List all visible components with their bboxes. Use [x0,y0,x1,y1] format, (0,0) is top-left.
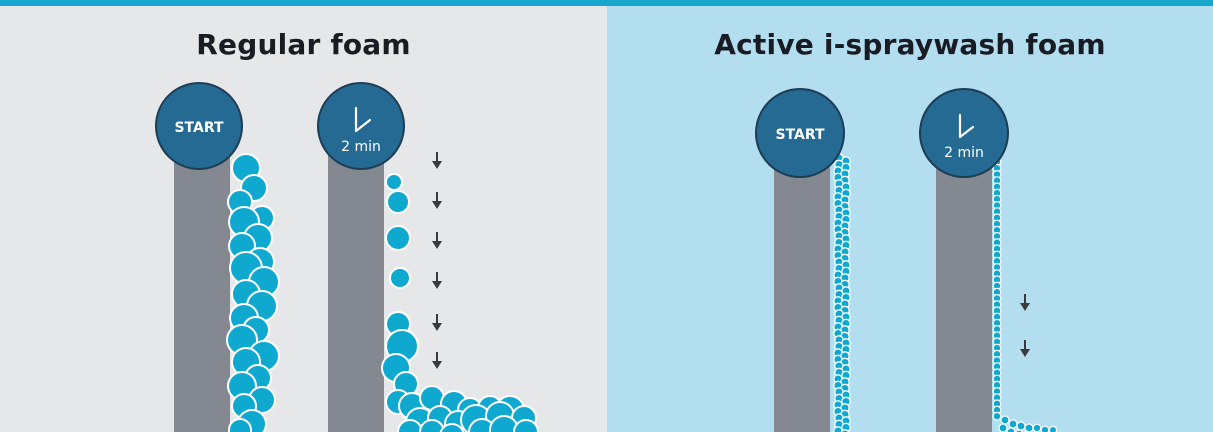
down-arrow-icon [1020,294,1030,311]
foam-bubble [397,419,423,432]
start-badge: START [755,88,845,178]
foam-bubble [439,423,465,432]
active-foam-illustration: START 2 min [755,88,1058,432]
down-arrow-icon [432,192,442,209]
foam-bubble [386,190,410,214]
down-arrow-icon [432,352,442,369]
foam-bubble [833,426,843,432]
regular-foam-title: Regular foam [196,28,411,61]
foam-bubble [385,225,411,251]
foam-bubble [228,418,252,432]
clock-icon [958,113,975,139]
foam-bubble [1048,425,1058,432]
active-foam-panel: Active i-spraywash foam START 2 min [607,6,1213,432]
foam-bubble [1000,415,1010,425]
time-label: 2 min [341,139,381,155]
clock-icon [354,106,372,133]
top-accent-bar [0,0,1213,6]
drip-arrows [432,152,442,369]
down-arrow-icon [1020,340,1030,357]
regular-foam-panel: Regular foam START 2 min [0,6,607,432]
foam-bubble [468,418,496,432]
active-foam-title: Active i-spraywash foam [714,28,1106,61]
foam-bubble [1006,427,1016,432]
down-arrow-icon [432,152,442,169]
regular-foam-illustration: START 2 min [155,82,539,432]
time-label: 2 min [944,145,984,161]
foam-bubble [992,411,1002,421]
foam-bubbles-start [833,153,851,432]
foam-bubble [840,429,850,432]
foam-bubble [389,267,411,289]
two-min-badge: 2 min [317,82,405,170]
start-rod [774,149,830,432]
foam-bubble [419,419,445,432]
start-badge: START [155,82,243,170]
foam-pool [397,385,539,432]
two-min-rod [936,149,992,432]
foam-bubble [998,423,1008,432]
down-arrow-icon [432,232,442,249]
down-arrow-icon [432,314,442,331]
foam-bubbles-two-min [381,173,419,415]
two-min-rod [328,132,384,432]
start-label: START [174,120,224,136]
down-arrow-icon [432,272,442,289]
foam-bubble [1040,425,1050,432]
two-min-badge: 2 min [919,88,1009,178]
foam-bubble [513,419,539,432]
drip-arrows [1020,294,1030,357]
foam-bubbles-two-min [992,157,1002,421]
foam-bubble [1016,421,1026,431]
start-rod [174,132,230,432]
foam-bubble [1008,419,1018,429]
start-label: START [775,127,825,143]
foam-bubble [1032,423,1042,432]
foam-bubble [385,173,403,191]
foam-bubbles-start [226,153,280,432]
foam-pool [998,415,1058,432]
